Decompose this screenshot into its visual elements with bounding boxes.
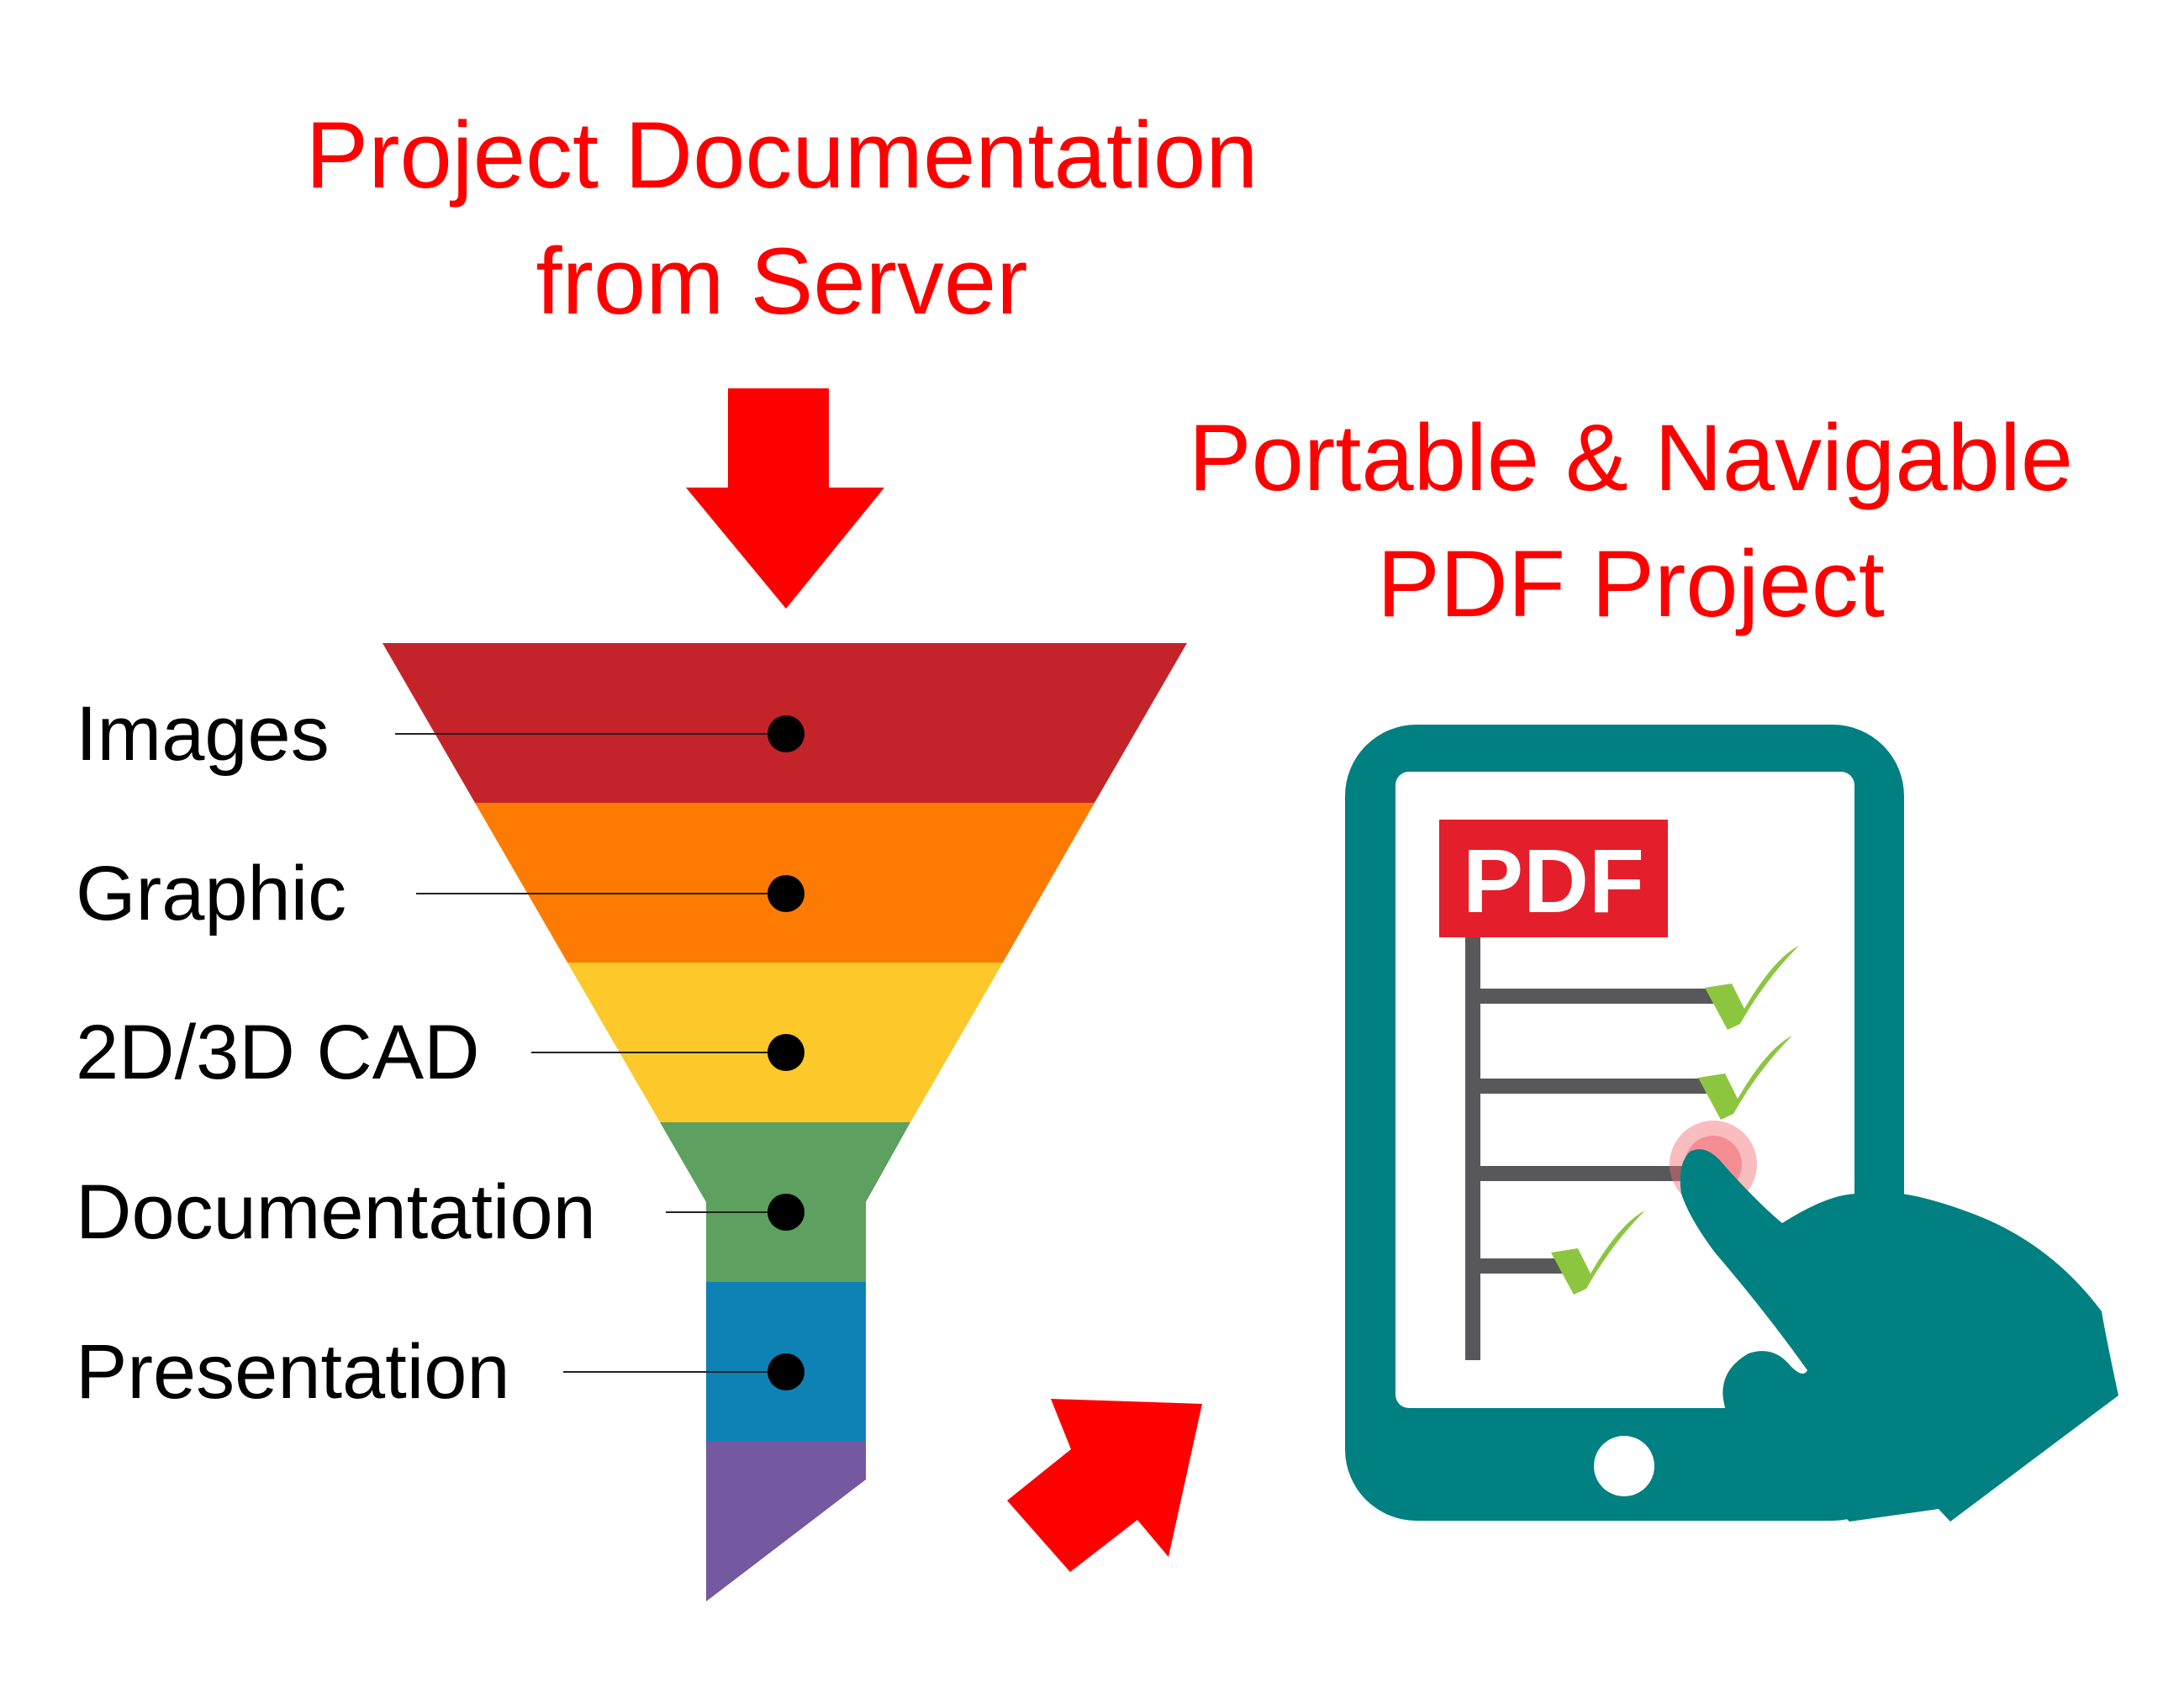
source-title-line2: from Server	[535, 229, 1028, 334]
callout-dot	[768, 875, 804, 912]
hand-icon	[1680, 1149, 2118, 1522]
funnel-label-documentation: Documentation	[76, 1169, 596, 1255]
callout-dot	[768, 715, 804, 752]
down-arrow-icon	[686, 388, 884, 609]
callout-dot	[768, 1353, 804, 1390]
check-marks	[1551, 946, 1799, 1295]
source-title: Project Documentation from Server	[168, 92, 1395, 345]
pdf-badge	[1439, 820, 1668, 937]
target-title-line1: Portable & Navigable	[1188, 405, 2074, 510]
check-icon	[1698, 1036, 1792, 1120]
target-title-line2: PDF Project	[1377, 531, 1885, 636]
callout-dot	[768, 1194, 804, 1231]
tablet-home-button	[1594, 1436, 1654, 1496]
funnel-callouts	[395, 715, 804, 1390]
funnel-label-cad: 2D/3D CAD	[76, 1010, 480, 1095]
target-title: Portable & Navigable PDF Project	[1126, 395, 2135, 647]
callout-dot	[768, 1034, 804, 1071]
check-icon	[1705, 946, 1799, 1030]
funnel-label-images: Images	[76, 691, 330, 777]
funnel-label-graphic: Graphic	[76, 851, 347, 936]
funnel-spout	[706, 1442, 866, 1601]
document-list	[1465, 937, 1715, 1360]
funnel-label-presentation: Presentation	[76, 1329, 510, 1415]
check-icon	[1551, 1211, 1645, 1295]
source-title-line1: Project Documentation	[305, 103, 1258, 208]
pdf-badge-label: PDF	[1463, 830, 1644, 931]
diagonal-arrow-icon	[1007, 1399, 1202, 1572]
